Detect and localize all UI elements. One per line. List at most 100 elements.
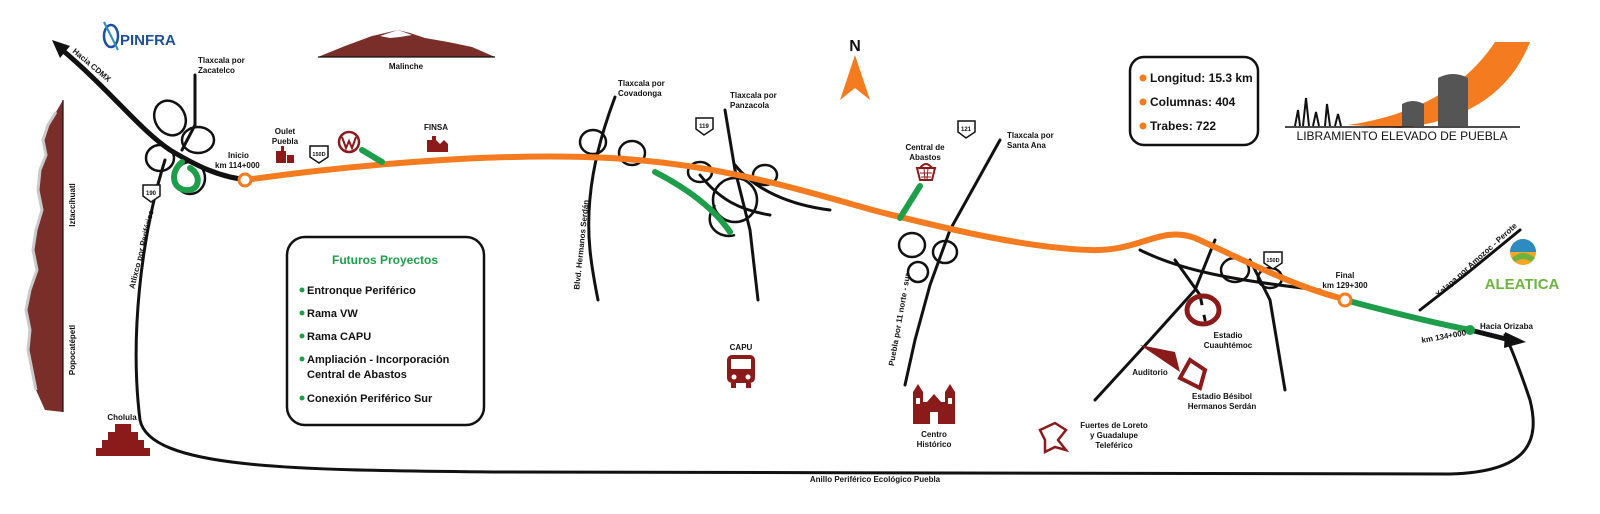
east-connector-road: [1138, 248, 1322, 292]
anillo-periferico-road: [134, 158, 1535, 476]
future-projects-box: [285, 235, 486, 427]
future-projects-title: Futuros Proyectos: [332, 253, 438, 267]
project-title: LIBRAMIENTO ELEVADO DE PUEBLA: [1297, 129, 1508, 143]
conexion-sur-line: [1342, 297, 1473, 333]
shield-150d-b-label: 150D: [1266, 258, 1279, 264]
tlaxcala-zacatelco-road: [180, 73, 197, 152]
shield-150d-a-icon: [309, 145, 329, 164]
iztaccihuatl-label: Iztaccíhuatl: [68, 183, 77, 227]
estadio-cuauhtemoc-label-1: Estadio: [1214, 331, 1243, 340]
libramiento-main-route: [242, 153, 1343, 301]
cholula-label: Cholula: [107, 413, 137, 422]
estadio-beisbol-icon: [1177, 357, 1208, 391]
stats-box: [1128, 55, 1260, 147]
cuauhtemoc-road: [1093, 238, 1217, 402]
final-label-1: Final: [1336, 271, 1355, 280]
xalapa-amozoc-road: [1418, 228, 1522, 312]
shield-190-icon: [142, 184, 161, 203]
future-project-item: Rama VW: [307, 308, 358, 320]
north-arrow-icon: [840, 55, 870, 100]
future-project-item: Entronque Periférico: [307, 285, 416, 297]
outlet-label-1: Oulet: [275, 127, 296, 136]
future-project-item: Ampliación - Incorporación: [307, 354, 450, 366]
tlaxcala-panzacola-label-1: Tlaxcala por: [730, 91, 777, 100]
end-label: km 134+000: [1421, 328, 1468, 345]
pinfra-text: PINFRA: [120, 32, 176, 49]
estadio-road: [1248, 258, 1287, 392]
tlaxcala-santa-ana-label-2: Santa Ana: [1007, 141, 1046, 150]
auditorio-label: Auditorio: [1132, 368, 1168, 377]
aleatica-logo: [1510, 239, 1536, 265]
tlaxcala-zacatelco-label-2: Zacatelco: [198, 66, 235, 75]
final-marker: [1337, 292, 1353, 308]
rama-capu-line: [652, 169, 733, 235]
outlet-icon: [276, 146, 294, 163]
outlet-label-2: Puebla: [272, 137, 299, 146]
tlaxcala-santa-ana-road: [903, 138, 1002, 387]
entronque-periferico-line: [171, 159, 201, 194]
tlaxcala-covadonga-label-1: Tlaxcala por: [618, 79, 665, 88]
stat-trabes: Trabes: 722: [1150, 119, 1216, 133]
finsa-factory-icon: [427, 136, 448, 152]
start-marker: [237, 172, 253, 188]
anillo-periferico-label: Anillo Periférico Ecológico Puebla: [810, 475, 941, 484]
popocatepetl-label: Popocatépetl: [68, 325, 77, 375]
vw-logo-icon: [337, 130, 361, 154]
shield-119-icon: [695, 117, 714, 136]
start-label-2: km 114+000: [215, 161, 260, 170]
stat-columnas: Columnas: 404: [1150, 95, 1236, 109]
shield-121-label: 121: [961, 127, 972, 133]
compass-label: N: [849, 38, 861, 55]
shield-121-icon: [957, 120, 976, 139]
start-label-1: Inicio: [228, 151, 249, 160]
volcano-range: [24, 100, 64, 412]
tlaxcala-panzacola-road: [723, 108, 760, 302]
central-abastos-label-2: Abastos: [909, 153, 941, 162]
future-project-item: Rama CAPU: [307, 331, 371, 343]
blvd-hermanos-serdan-road: [587, 95, 617, 302]
estadio-beisbol-label-1: Estadio Bésibol: [1192, 392, 1252, 401]
estadio-cuauhtemoc-icon: [1184, 293, 1222, 327]
fuertes-star-icon: [1038, 421, 1070, 455]
central-abastos-basket-icon: [915, 163, 937, 181]
bus-icon: [727, 355, 755, 388]
future-project-item-cont: Central de Abastos: [307, 369, 407, 381]
tlaxcala-zacatelco-label-1: Tlaxcala por: [198, 56, 245, 65]
fuertes-label-1: Fuertes de Loreto: [1080, 421, 1148, 430]
tlaxcala-panzacola-label-2: Panzacola: [730, 101, 770, 110]
pinfra-logo: [102, 21, 120, 51]
shield-190-label: 190: [146, 191, 157, 197]
future-project-item: Conexión Periférico Sur: [307, 393, 433, 405]
aleatica-text: ALEATICA: [1485, 276, 1560, 293]
fuertes-label-2: y Guadalupe: [1090, 431, 1139, 440]
fuertes-label-3: Teleférico: [1095, 441, 1132, 450]
centro-historico-label-2: Histórico: [917, 440, 952, 449]
cdmx-road: [52, 40, 251, 183]
rama-vw-line: [359, 147, 385, 165]
central-abastos-line: [897, 183, 923, 221]
hacia-orizaba-label: Hacia Orizaba: [1480, 322, 1533, 331]
shield-150d-b-icon: [1263, 251, 1283, 270]
shield-119-label: 119: [699, 124, 709, 130]
libramiento-logo: [1285, 42, 1530, 128]
pyramid-icon: [96, 424, 150, 456]
blvd-hermanos-serdan-label: Blvd. Hermanos Serdán: [572, 199, 590, 290]
estadio-beisbol-label-2: Hermanos Serdán: [1188, 402, 1257, 411]
finsa-label: FINSA: [424, 123, 448, 132]
stat-longitud: Longitud: 15.3 km: [1150, 71, 1253, 85]
end-marker: [1465, 325, 1475, 335]
orizaba-road: [1469, 327, 1526, 348]
centro-historico-label-1: Centro: [921, 430, 947, 439]
shield-150d-a-label: 150D: [312, 152, 325, 158]
tlaxcala-covadonga-label-2: Covadonga: [618, 89, 662, 98]
future-projects-lines: [171, 147, 1473, 333]
malinche-label: Malinche: [389, 62, 424, 71]
capu-label: CAPU: [730, 343, 753, 352]
estadio-cuauhtemoc-label-2: Cuauhtémoc: [1204, 341, 1253, 350]
central-abastos-label-1: Central de: [905, 143, 945, 152]
cathedral-icon: [913, 384, 955, 424]
puebla-11-norte-sur-label: Puebla por 11 norte - sur: [887, 273, 912, 367]
tlaxcala-santa-ana-label-1: Tlaxcala por: [1007, 131, 1054, 140]
malinche-mountain: [318, 30, 495, 58]
